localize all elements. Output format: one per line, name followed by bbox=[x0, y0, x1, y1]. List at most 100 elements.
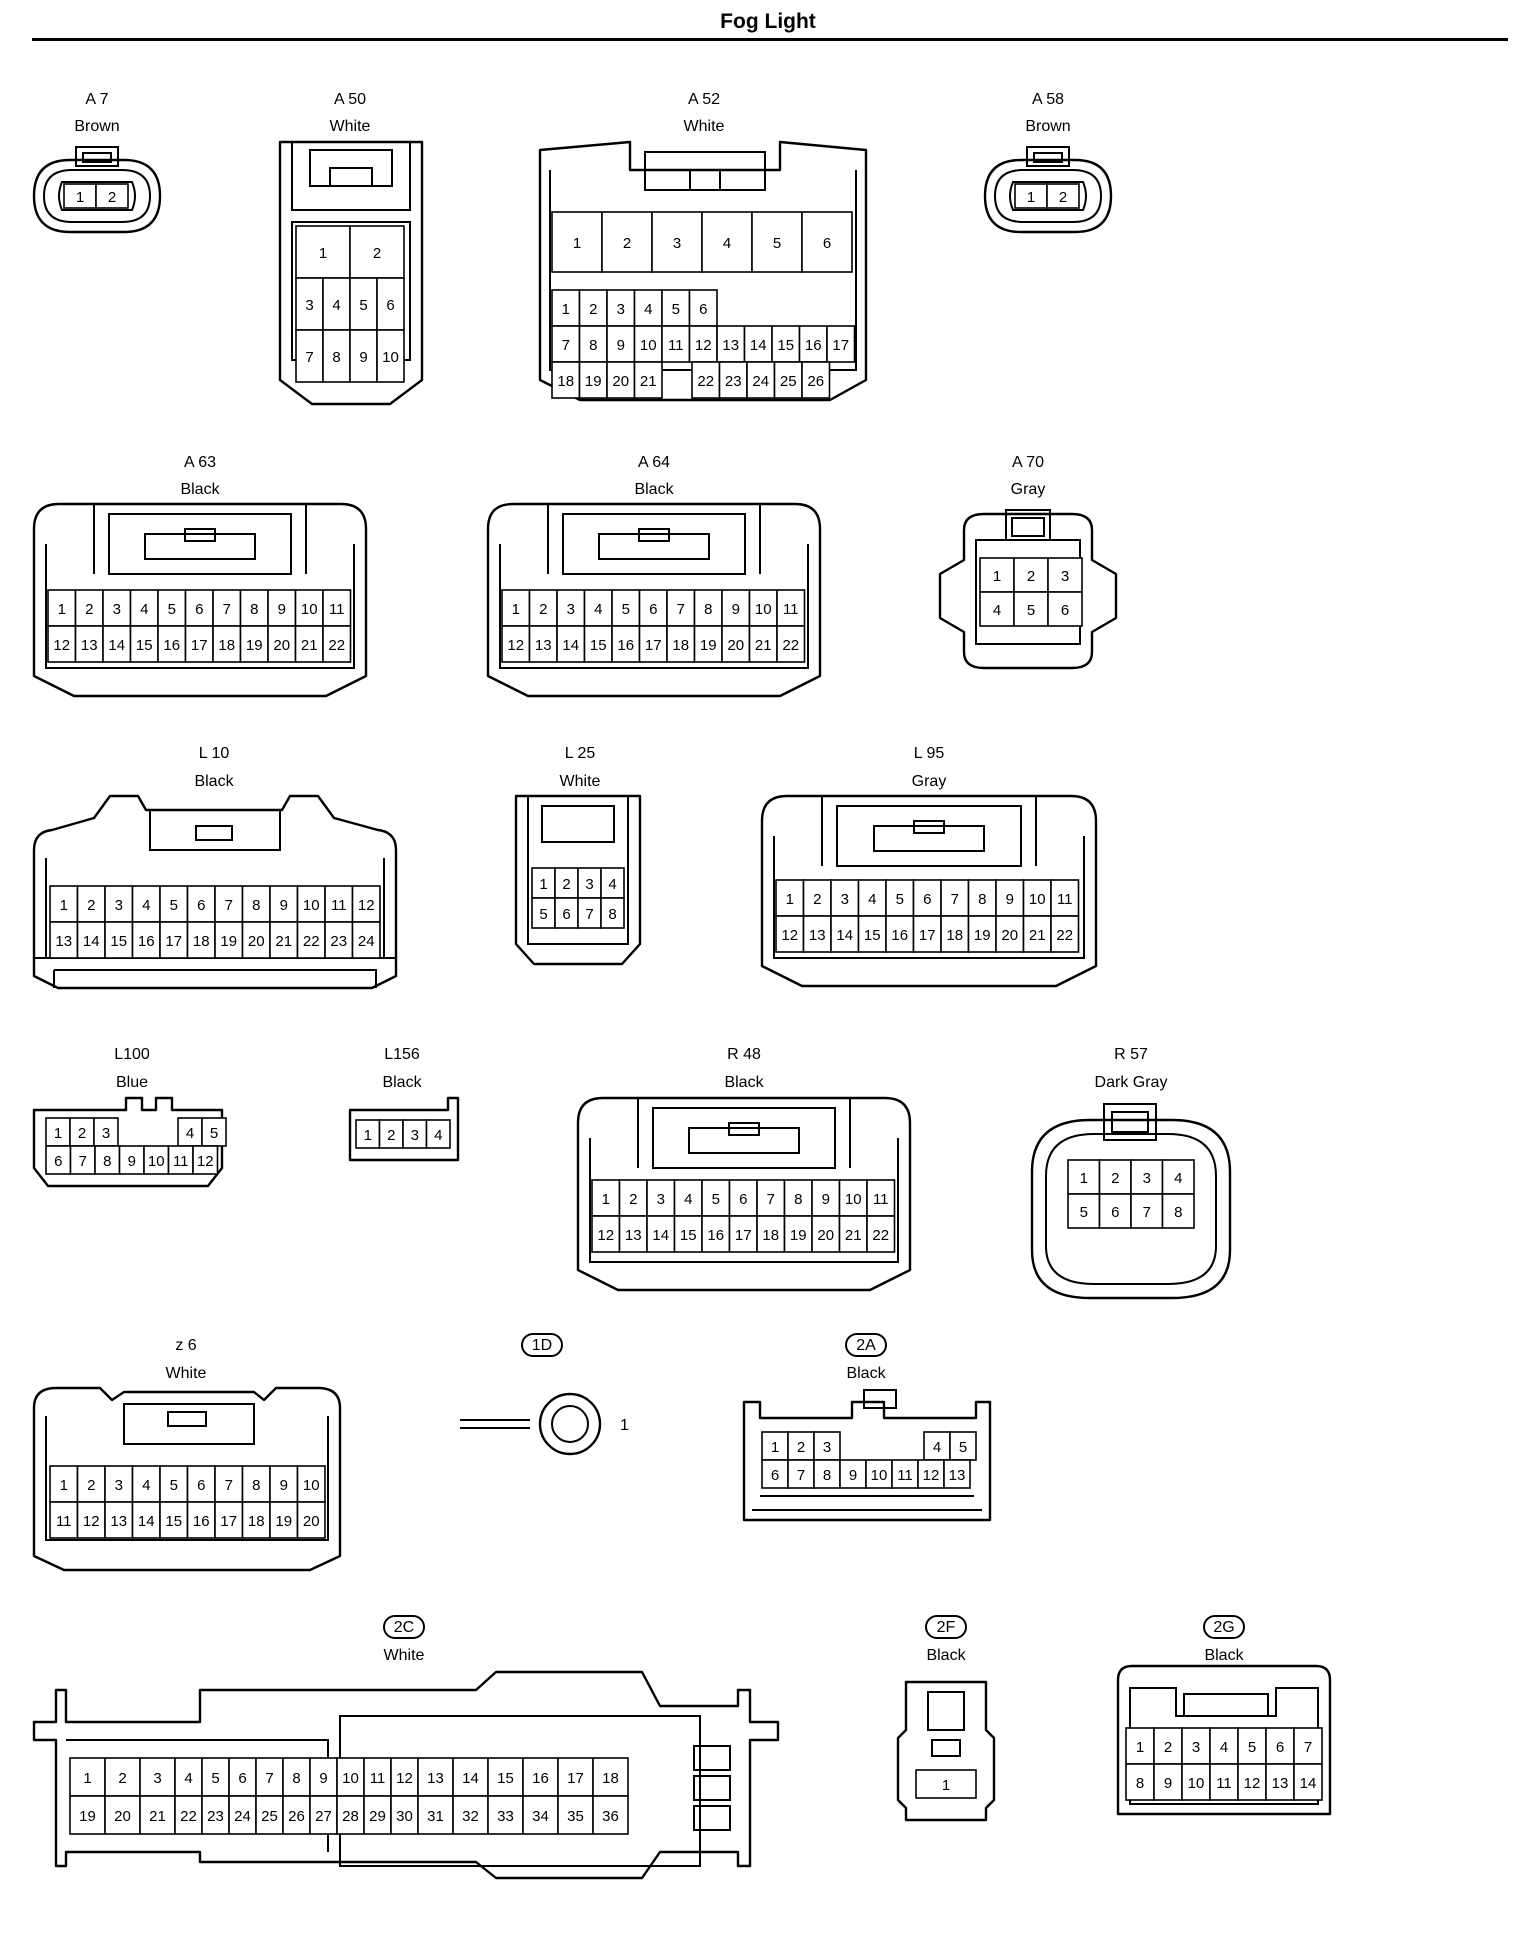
pin-label-l100-6: 6 bbox=[54, 1153, 62, 1170]
pin-cell-z6-19 bbox=[269, 1501, 299, 1539]
latch bbox=[123, 1403, 255, 1445]
pin-label-r48-6: 6 bbox=[739, 1191, 747, 1208]
pin-cell-l100-4 bbox=[177, 1117, 203, 1147]
pin-label-a63-17: 17 bbox=[191, 637, 208, 654]
pin-cell-2c-20 bbox=[104, 1795, 141, 1835]
pin-label-2c-11: 11 bbox=[370, 1770, 386, 1787]
ring-terminal bbox=[538, 1392, 602, 1456]
pin-cell-2c-25 bbox=[255, 1795, 284, 1835]
connector-1d: 1D1 bbox=[460, 1333, 629, 1456]
pin-label-r48-4: 4 bbox=[684, 1191, 692, 1208]
connector-color-a63: Black bbox=[180, 481, 220, 498]
pin-label-a52-12: 12 bbox=[695, 337, 712, 354]
housing-inner bbox=[1129, 1687, 1319, 1805]
pin-cell-l10-7 bbox=[214, 885, 244, 923]
pin-cell-r57-6 bbox=[1098, 1193, 1132, 1229]
pin-label-a64-10: 10 bbox=[755, 601, 772, 618]
pin-cell-r57-4 bbox=[1161, 1159, 1195, 1195]
pin-label-2c-19: 19 bbox=[79, 1808, 96, 1825]
pin-label-a52-20: 20 bbox=[612, 373, 629, 390]
pin-label-2a-4: 4 bbox=[933, 1439, 941, 1456]
housing-outline bbox=[32, 794, 398, 990]
pin-label-a70-1: 1 bbox=[993, 568, 1001, 585]
connector-color-a58: Brown bbox=[1025, 118, 1070, 135]
pin-label-2g-3: 3 bbox=[1192, 1739, 1200, 1756]
pin-label-r48-11: 11 bbox=[873, 1191, 889, 1208]
pin-cell-2g-7 bbox=[1293, 1727, 1323, 1765]
pin-label-r48-18: 18 bbox=[762, 1227, 779, 1244]
pin-cell-a64-13 bbox=[528, 625, 558, 663]
pin-cell-a50-9 bbox=[349, 329, 378, 383]
pin-label-a64-12: 12 bbox=[507, 637, 524, 654]
connector-id-a7: A 7 bbox=[85, 91, 108, 108]
pin-cell-z6-14 bbox=[131, 1501, 161, 1539]
housing-rib bbox=[821, 796, 1037, 866]
pin-label-a64-11: 11 bbox=[783, 601, 799, 618]
pin-label-2c-10: 10 bbox=[342, 1770, 359, 1787]
pin-label-a64-13: 13 bbox=[535, 637, 552, 654]
connector-id-a70: A 70 bbox=[1012, 454, 1044, 471]
pin-label-l95-13: 13 bbox=[809, 927, 826, 944]
pin-label-2c-16: 16 bbox=[532, 1770, 549, 1787]
pin-cell-z6-16 bbox=[186, 1501, 216, 1539]
pin-label-z6-7: 7 bbox=[225, 1477, 233, 1494]
pin-cell-l95-21 bbox=[1022, 915, 1052, 953]
pin-cell-l100-7 bbox=[69, 1145, 96, 1175]
pin-label-a70-5: 5 bbox=[1027, 602, 1035, 619]
pin-cell-a52-21 bbox=[633, 361, 663, 399]
pin-cell-r48-6 bbox=[728, 1179, 758, 1217]
pin-label-r57-4: 4 bbox=[1174, 1170, 1182, 1187]
pin-cell-l95-3 bbox=[830, 879, 860, 917]
pin-cell-a70-2 bbox=[1013, 557, 1049, 593]
pin-cell-z6-11 bbox=[49, 1501, 79, 1539]
pin-cell-a63-9 bbox=[267, 589, 297, 627]
pin-label-a50-7: 7 bbox=[305, 349, 313, 366]
connector-color-z6: White bbox=[166, 1365, 207, 1382]
pin-cell-a64-22 bbox=[776, 625, 806, 663]
pin-cell-l95-13 bbox=[802, 915, 832, 953]
pin-label-z6-13: 13 bbox=[110, 1513, 127, 1530]
pin-cell-l100-6 bbox=[45, 1145, 72, 1175]
pin-label-l156-2: 2 bbox=[387, 1127, 395, 1144]
side-slot bbox=[693, 1745, 731, 1831]
pin-label-a50-3: 3 bbox=[305, 297, 313, 314]
connector-id-l10: L 10 bbox=[199, 745, 230, 762]
latch bbox=[927, 1691, 965, 1757]
pin-cell-z6-8 bbox=[241, 1465, 271, 1503]
pin-label-a7-2: 2 bbox=[108, 189, 116, 206]
pin-label-a50-2: 2 bbox=[373, 245, 381, 262]
pin-label-2c-26: 26 bbox=[288, 1808, 305, 1825]
housing-rib bbox=[547, 504, 761, 574]
housing-inner bbox=[45, 544, 355, 669]
pin-label-a52-4: 4 bbox=[723, 235, 731, 252]
pin-cell-a7-2 bbox=[95, 183, 129, 209]
pin-cell-l95-11 bbox=[1050, 879, 1080, 917]
latch bbox=[309, 149, 393, 187]
pin-label-2c-32: 32 bbox=[462, 1808, 479, 1825]
pin-label-l10-22: 22 bbox=[303, 933, 320, 950]
pin-cell-z6-5 bbox=[159, 1465, 189, 1503]
pin-cell-r48-1 bbox=[591, 1179, 621, 1217]
connector-color-r48: Black bbox=[724, 1074, 764, 1091]
pin-label-z6-10: 10 bbox=[303, 1477, 320, 1494]
pin-label-a52-6: 6 bbox=[699, 301, 707, 318]
pin-cell-l10-18 bbox=[186, 921, 216, 959]
pin-cell-2c-5 bbox=[201, 1757, 230, 1797]
pin-cell-a70-5 bbox=[1013, 591, 1049, 627]
pin-cell-r48-20 bbox=[811, 1215, 841, 1253]
pin-label-l95-17: 17 bbox=[919, 927, 936, 944]
pin-label-r48-15: 15 bbox=[680, 1227, 697, 1244]
connector-color-l156: Black bbox=[382, 1074, 422, 1091]
latch bbox=[1183, 1693, 1269, 1717]
pin-label-a52-1: 1 bbox=[573, 235, 581, 252]
housing-inner bbox=[527, 796, 629, 945]
pin-cell-2g-14 bbox=[1293, 1763, 1323, 1801]
pin-label-2c-12: 12 bbox=[396, 1770, 413, 1787]
pin-cell-a52-18 bbox=[551, 361, 581, 399]
housing-outline bbox=[938, 512, 1118, 670]
pin-cell-r57-2 bbox=[1098, 1159, 1132, 1195]
pin-label-l95-18: 18 bbox=[946, 927, 963, 944]
